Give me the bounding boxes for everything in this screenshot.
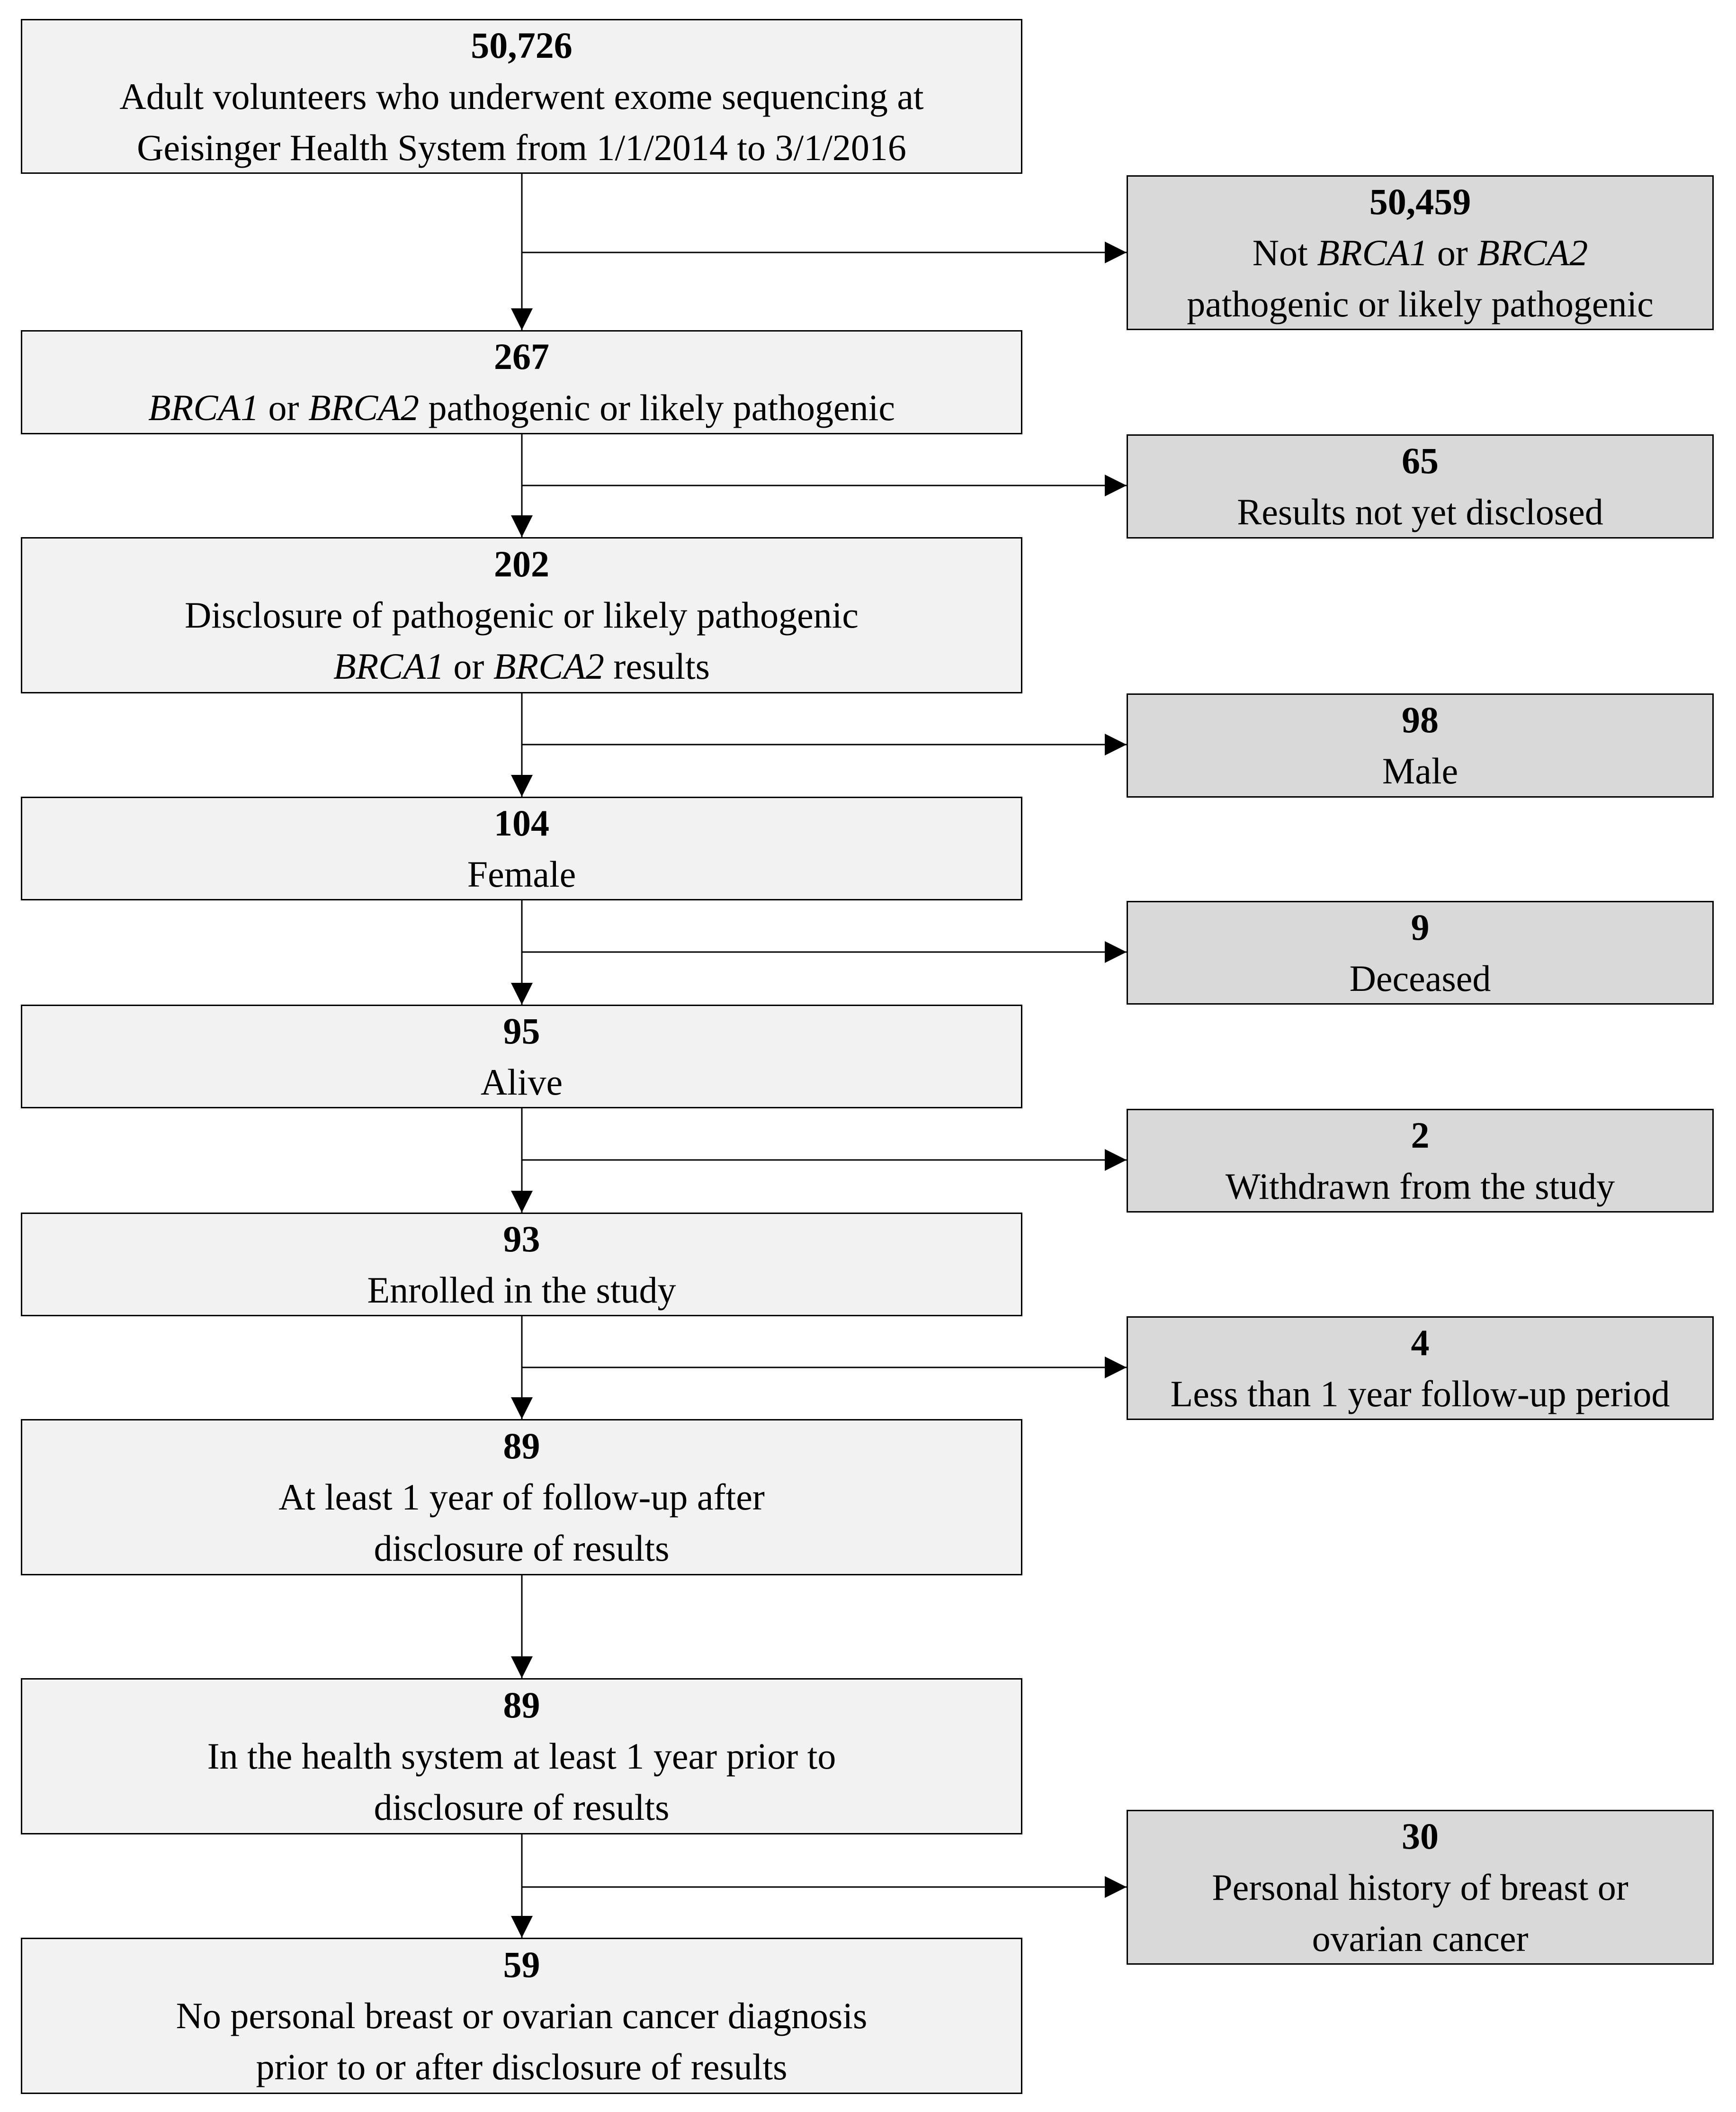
text-segment: or	[259, 387, 308, 428]
box-text-line: BRCA1 or BRCA2 results	[333, 641, 710, 692]
box-text-line: disclosure of results	[374, 1782, 670, 1833]
text-segment: disclosure of results	[374, 1528, 670, 1569]
box-count: 30	[1402, 1815, 1439, 1857]
text-segment: Female	[467, 853, 576, 895]
text-segment: No personal breast or ovarian cancer dia…	[176, 1995, 868, 2036]
box-text-line: In the health system at least 1 year pri…	[207, 1731, 836, 1782]
gene-name: BRCA1	[1317, 232, 1428, 273]
box-text-line: Withdrawn from the study	[1226, 1161, 1615, 1212]
main-box-7: 89 At least 1 year of follow-up after disc…	[21, 1419, 1022, 1575]
box-text-line: ovarian cancer	[1312, 1913, 1529, 1964]
text-segment: Less than 1 year follow-up period	[1170, 1373, 1670, 1414]
text-segment: Personal history of breast or	[1212, 1866, 1629, 1908]
text-segment: pathogenic or likely pathogenic	[419, 387, 895, 428]
text-segment: Geisinger Health System from 1/1/2014 to…	[137, 126, 906, 168]
box-text-line: Personal history of breast or	[1212, 1862, 1628, 1913]
text-segment: At least 1 year of follow-up after	[278, 1476, 765, 1518]
text-segment: Enrolled in the study	[367, 1269, 676, 1311]
text-segment: results	[604, 646, 710, 687]
box-text-line: BRCA1 or BRCA2 pathogenic or likely path…	[148, 382, 895, 433]
box-text-line: prior to or after disclosure of results	[256, 2041, 787, 2093]
gene-name: BRCA2	[1477, 232, 1588, 273]
box-count: 2	[1411, 1114, 1430, 1156]
text-segment: disclosure of results	[374, 1787, 670, 1828]
box-text-line: Female	[467, 849, 576, 900]
box-text-line: Adult volunteers who underwent exome seq…	[119, 71, 923, 122]
text-segment: Male	[1382, 750, 1459, 791]
box-text-line: Results not yet disclosed	[1237, 486, 1603, 538]
text-segment: prior to or after disclosure of results	[256, 2046, 787, 2087]
text-segment: pathogenic or likely pathogenic	[1187, 283, 1654, 324]
main-box-8: 89 In the health system at least 1 year p…	[21, 1678, 1022, 1834]
box-text-line: Not BRCA1 or BRCA2	[1253, 227, 1588, 279]
text-segment: Adult volunteers who underwent exome seq…	[119, 75, 924, 117]
text-segment: Not	[1252, 232, 1317, 273]
text-segment: Disclosure of pathogenic or likely patho…	[184, 594, 859, 636]
box-text-line: No personal breast or ovarian cancer dia…	[176, 1990, 868, 2041]
box-count: 104	[494, 802, 549, 844]
gene-name: BRCA1	[148, 387, 259, 428]
text-segment: ovarian cancer	[1312, 1917, 1529, 1959]
gene-name: BRCA1	[333, 646, 444, 687]
box-text-line: Male	[1382, 746, 1458, 797]
gene-name: BRCA2	[493, 646, 604, 687]
box-count: 65	[1402, 440, 1439, 481]
box-count: 89	[503, 1684, 540, 1726]
text-segment: Deceased	[1349, 957, 1491, 999]
box-count: 4	[1411, 1321, 1430, 1363]
box-count: 50,726	[471, 24, 573, 66]
box-count: 9	[1411, 906, 1430, 948]
box-count: 59	[503, 1944, 540, 1985]
box-text-line: Alive	[481, 1057, 563, 1108]
box-count: 50,459	[1369, 180, 1471, 222]
box-text-line: Less than 1 year follow-up period	[1171, 1368, 1670, 1420]
text-segment: Results not yet disclosed	[1237, 491, 1603, 532]
text-segment: In the health system at least 1 year pri…	[207, 1735, 836, 1777]
text-segment: Withdrawn from the study	[1225, 1165, 1615, 1207]
text-segment: or	[1428, 232, 1477, 273]
box-count: 202	[494, 543, 549, 584]
box-text-line: Geisinger Health System from 1/1/2014 to…	[137, 122, 906, 173]
box-count: 93	[503, 1218, 540, 1259]
box-count: 267	[494, 336, 549, 377]
text-segment: or	[444, 646, 493, 687]
box-text-line: At least 1 year of follow-up after	[278, 1472, 765, 1523]
box-text-line: pathogenic or likely pathogenic	[1187, 279, 1654, 330]
box-count: 95	[503, 1010, 540, 1052]
box-count: 98	[1402, 699, 1439, 740]
box-text-line: Disclosure of pathogenic or likely patho…	[185, 590, 859, 641]
box-count: 89	[503, 1425, 540, 1466]
text-segment: Alive	[480, 1061, 563, 1103]
box-text-line: disclosure of results	[374, 1523, 670, 1574]
gene-name: BRCA2	[308, 387, 419, 428]
main-box-9: 59 No personal breast or ovarian cancer d…	[21, 1938, 1022, 2094]
box-text-line: Deceased	[1350, 953, 1491, 1004]
box-text-line: Enrolled in the study	[367, 1265, 676, 1316]
